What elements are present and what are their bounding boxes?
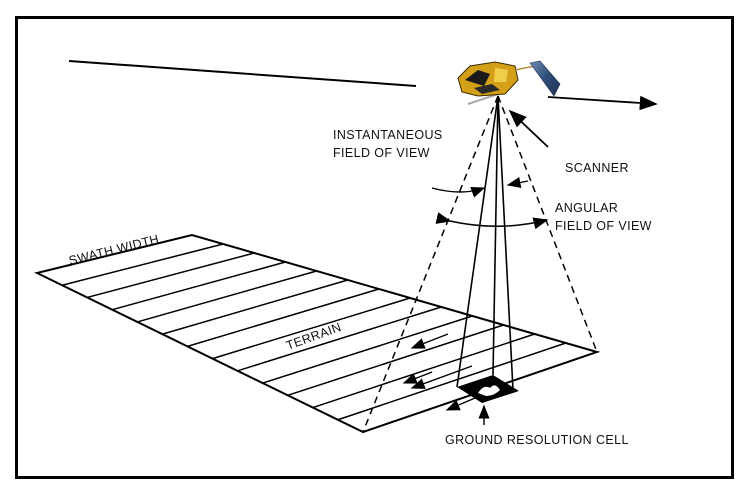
- scan-line: [312, 333, 535, 409]
- ground-resolution-cell: [457, 375, 519, 403]
- ifov-pointer-arrow: [431, 187, 486, 198]
- scan-direction-arrows: [402, 333, 476, 411]
- ifov-right-arrow: [506, 177, 529, 189]
- scan-line: [212, 297, 411, 360]
- scan-line: [112, 261, 286, 311]
- ifov-line-right: [497, 95, 514, 391]
- angular-fov-left-edge: [362, 95, 499, 433]
- label-angular: ANGULAR: [555, 201, 618, 215]
- ifov-line-left: [456, 95, 499, 388]
- flight-path-outgoing-arrow: [547, 95, 658, 111]
- satellite-icon: [457, 60, 561, 105]
- flight-path-incoming: [68, 60, 417, 87]
- scanner-pointer-arrow: [508, 109, 549, 148]
- terrain-swath: [34, 233, 601, 434]
- scan-line: [262, 315, 473, 384]
- label-ground-resolution-cell: GROUND RESOLUTION CELL: [445, 433, 629, 447]
- label-terrain: TERRAIN: [284, 320, 343, 353]
- label-ifov-field-of-view: FIELD OF VIEW: [333, 146, 430, 160]
- label-afov-field-of-view: FIELD OF VIEW: [555, 219, 652, 233]
- label-swath-width: SWATH WIDTH: [67, 232, 160, 268]
- scan-line: [337, 342, 567, 421]
- ifov-line-center: [492, 95, 499, 376]
- scan-line: [287, 324, 504, 397]
- scan-line: [137, 270, 317, 323]
- scan-line: [237, 306, 442, 372]
- label-scanner: SCANNER: [565, 161, 629, 175]
- scan-line: [86, 252, 255, 299]
- scan-line: [61, 243, 224, 286]
- scan-line: [162, 279, 348, 335]
- label-instantaneous: INSTANTANEOUS: [333, 128, 443, 142]
- scan-line: [187, 288, 380, 348]
- angular-fov-arc: [435, 212, 549, 230]
